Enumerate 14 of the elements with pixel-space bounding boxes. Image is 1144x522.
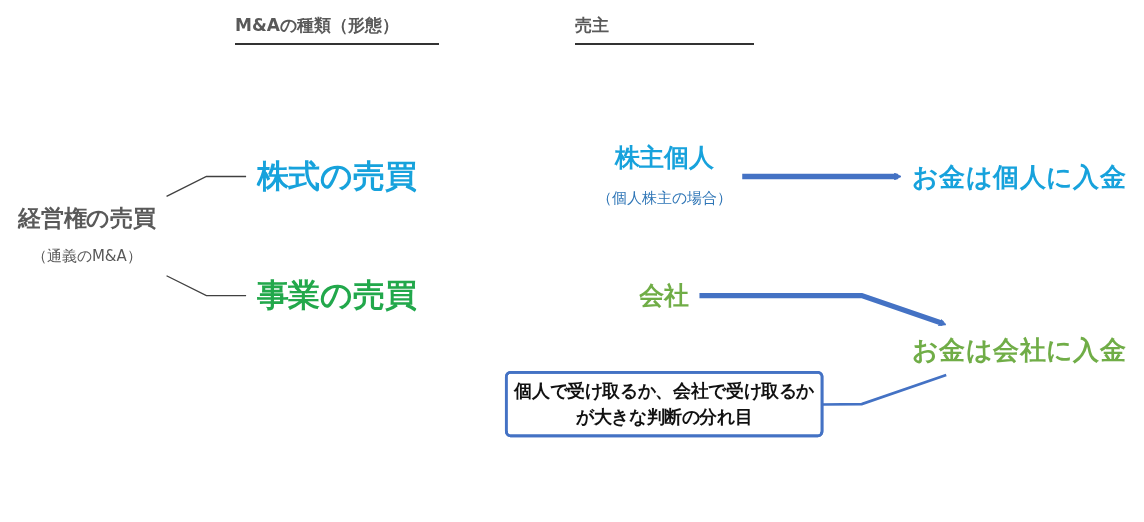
- node-text: 株主個人 （個人株主の場合）: [596, 142, 732, 207]
- arrow: [742, 172, 902, 181]
- connector: [165, 175, 247, 197]
- arrow: [699, 292, 947, 327]
- connector: [822, 373, 947, 406]
- column-header: M&Aの種類（形態）: [235, 14, 439, 45]
- node-text: 経営権の売買 （通義のM&A）: [17, 205, 157, 265]
- node-text: 事業の売買: [256, 277, 417, 314]
- column-header: 売主: [575, 14, 754, 45]
- node-text: 株式の売買: [256, 157, 417, 195]
- node-text: 会社: [639, 280, 689, 310]
- node-text: お金は会社に入金: [912, 334, 1127, 366]
- node-text: お金は個人に入金: [912, 161, 1127, 192]
- connector: [165, 275, 247, 297]
